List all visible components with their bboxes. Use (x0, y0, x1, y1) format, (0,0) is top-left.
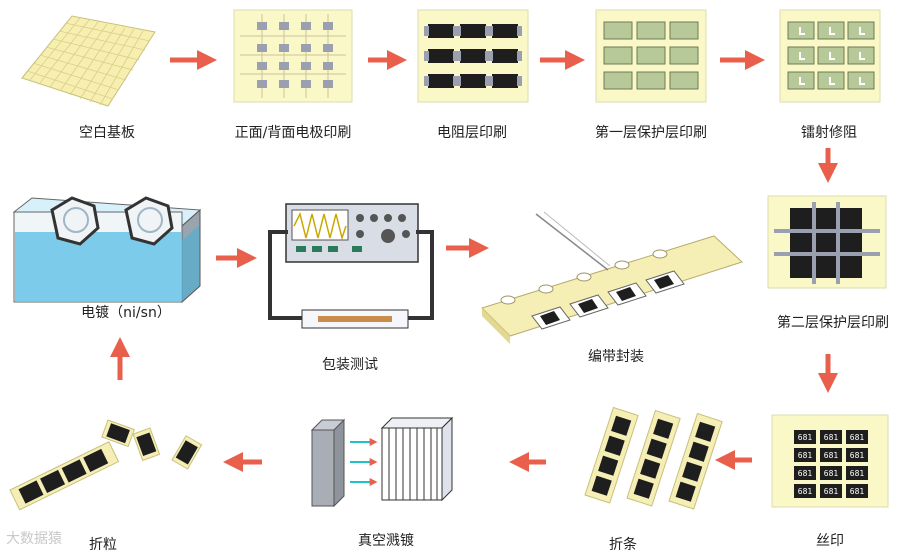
svg-text:681: 681 (798, 451, 813, 460)
flow-arrows (110, 50, 838, 472)
step-label-marking: 丝印 (816, 533, 844, 549)
step-label-first-protective-layer: 第一层保护层印刷 (595, 125, 707, 141)
step-label-second-protective-layer: 第二层保护层印刷 (777, 315, 889, 331)
svg-text:681: 681 (824, 433, 839, 442)
second-protective-layer-icon (767, 195, 887, 289)
step-label-resistor-layer: 电阻层印刷 (437, 125, 507, 141)
step-label-blank-substrate: 空白基板 (79, 125, 135, 141)
step-label-packaging-test: 包装测试 (322, 357, 378, 373)
electrode-printing-icon (233, 9, 353, 103)
tape-reel-icon (481, 211, 743, 344)
step-label-electrode-printing: 正面/背面电极印刷 (234, 125, 352, 141)
svg-text:681: 681 (850, 451, 865, 460)
svg-text:681: 681 (824, 487, 839, 496)
svg-text:681: 681 (798, 433, 813, 442)
svg-text:681: 681 (798, 469, 813, 478)
strip-break-icon (584, 406, 723, 510)
svg-text:681: 681 (850, 487, 865, 496)
svg-text:681: 681 (824, 451, 839, 460)
first-protective-layer-icon (595, 9, 707, 103)
marking-print-icon: 681 681 681 681 681 681 681 681 681 681 681 681 (771, 414, 889, 508)
svg-text:681: 681 (850, 433, 865, 442)
laser-trim-icon (779, 9, 881, 103)
step-label-chip-break: 折粒 (89, 537, 117, 553)
step-label-laser-trim: 镭射修阻 (801, 125, 857, 141)
vacuum-sputter-icon (310, 416, 454, 508)
svg-text:681: 681 (850, 469, 865, 478)
blank-substrate-icon (21, 15, 156, 107)
step-label-electroplating: 电镀（ni/sn） (81, 305, 171, 321)
step-label-strip-break: 折条 (609, 537, 637, 553)
resistor-layer-icon (417, 9, 529, 103)
step-label-vacuum-sputter: 真空溅镀 (358, 533, 414, 549)
svg-text:681: 681 (798, 487, 813, 496)
electroplating-icon (12, 196, 202, 304)
svg-text:681: 681 (824, 469, 839, 478)
chip-break-icon (9, 419, 203, 511)
step-label-taping: 编带封装 (588, 349, 644, 365)
packaging-test-icon (268, 203, 434, 329)
watermark: 大数据猿 (6, 531, 62, 547)
